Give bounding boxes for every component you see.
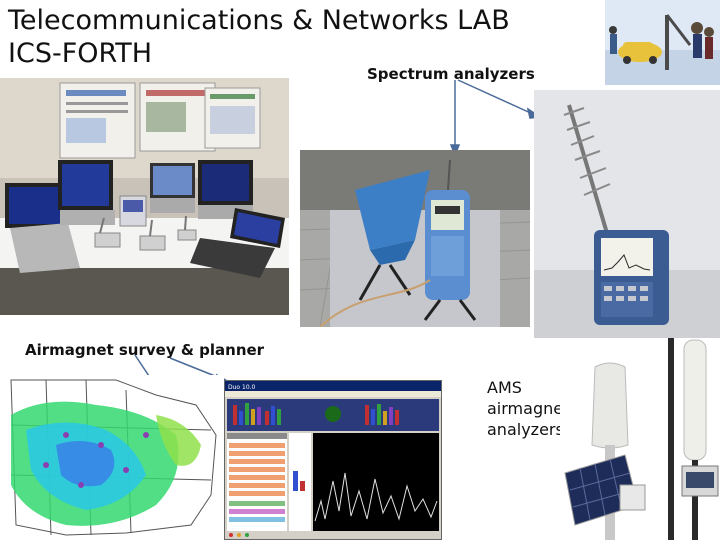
clipart-image [605, 0, 720, 85]
spectrum-analyzer-photo-2 [534, 90, 720, 338]
ams-sensor-pole-photo [660, 338, 720, 540]
title-line-2: ICS-FORTH [8, 38, 153, 69]
survey-floorplan-heatmap [6, 375, 224, 538]
airmagnet-survey-label: Airmagnet survey & planner [25, 341, 265, 359]
lab-photo [0, 78, 289, 315]
spectrum-analyzers-label: Spectrum analyzers [367, 65, 535, 83]
ams-line-3: analyzers [487, 420, 564, 439]
ams-sensor-solar-photo [560, 355, 655, 540]
ams-analyzers-label: AMS airmagnet analyzers [487, 377, 569, 440]
app-window-title: Duo 10.0 [228, 384, 256, 391]
ams-line-2: airmagnet [487, 399, 570, 418]
ams-line-1: AMS [487, 378, 522, 397]
airmagnet-app-screenshot: Duo 10.0 [224, 380, 442, 540]
spectrum-analyzer-photo-1 [300, 150, 530, 327]
title-line-1: Telecommunications & Networks LAB [8, 5, 510, 36]
slide-title: Telecommunications & Networks LAB ICS-FO… [8, 4, 510, 70]
